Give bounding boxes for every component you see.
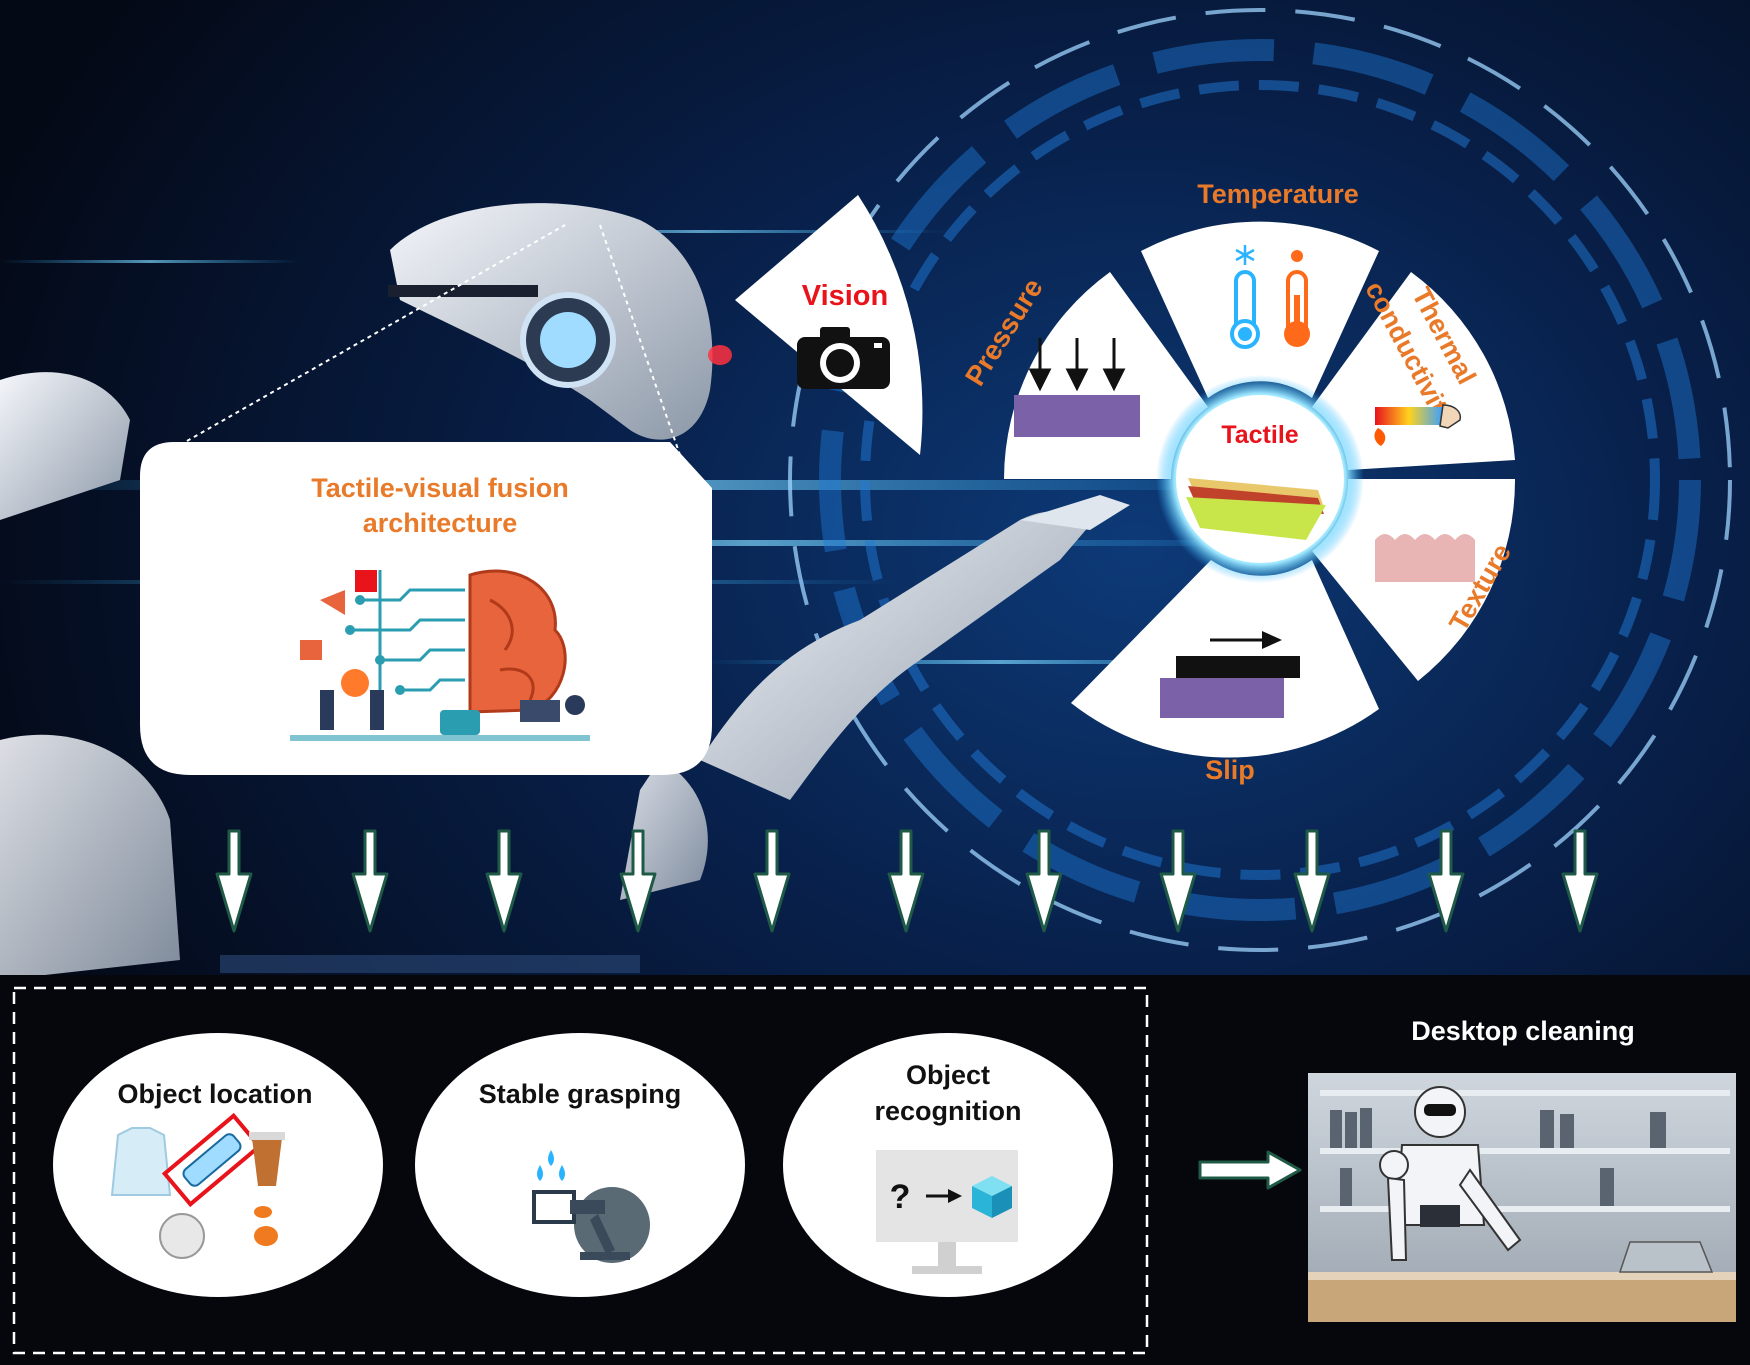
desktop-cleaning-label: Desktop cleaning <box>1411 1016 1635 1046</box>
monitor-icon: ? <box>876 1150 1018 1274</box>
down-arrow <box>1025 829 1063 933</box>
down-arrow <box>1427 829 1465 933</box>
thermal-sector <box>1312 272 1515 470</box>
tasks-dashed-frame <box>12 986 1149 1355</box>
down-arrow <box>485 829 523 933</box>
question-mark: ? <box>890 1178 911 1216</box>
cube-icon <box>972 1176 1012 1218</box>
thermometer-icons <box>1230 245 1310 349</box>
object-recognition-task: Object recognition ? <box>783 1033 1113 1297</box>
texture-icon <box>1375 534 1475 582</box>
camera-icon <box>797 327 890 389</box>
down-arrow <box>215 829 253 933</box>
down-arrow <box>887 829 925 933</box>
robot-arm-icon <box>532 1187 650 1263</box>
slip-label: Slip <box>1205 755 1255 785</box>
hot-thermometer-icon <box>1284 270 1310 347</box>
object-location-label: Object location <box>117 1079 312 1109</box>
stable-grasping-label: Stable grasping <box>479 1079 682 1109</box>
sun-icon <box>1291 250 1303 262</box>
object-recognition-label-line1: Object <box>906 1060 990 1090</box>
cold-thermometer-icon <box>1230 270 1260 349</box>
brain-network-illustration <box>290 569 590 741</box>
desktop-cleaning-photo <box>1308 1073 1736 1322</box>
digital-noise <box>220 955 640 973</box>
snowflake-icon <box>1235 245 1255 265</box>
right-arrow <box>1198 1150 1302 1190</box>
stable-grasping-task: Stable grasping <box>415 1033 745 1297</box>
water-drops-icon <box>537 1150 565 1181</box>
humanoid-robot-figure <box>1379 1086 1522 1261</box>
temperature-sector <box>1141 221 1379 398</box>
down-arrow <box>1159 829 1197 933</box>
vision-sector: Vision <box>735 195 923 455</box>
object-recognition-label-line2: recognition <box>875 1096 1022 1126</box>
down-arrow <box>1561 829 1599 933</box>
vision-label: Vision <box>802 280 889 312</box>
pressure-icon <box>1014 338 1140 437</box>
tech-ring <box>788 8 1732 952</box>
down-arrows <box>215 829 1599 933</box>
down-arrow <box>351 829 389 933</box>
fusion-title-line1: Tactile-visual fusion <box>311 473 569 503</box>
down-arrow <box>619 829 657 933</box>
slip-icon <box>1160 631 1300 718</box>
down-arrow <box>1293 829 1331 933</box>
tactile-sensor-icon <box>1186 478 1326 540</box>
trash-items-icon <box>110 1112 285 1259</box>
fusion-architecture-box: Tactile-visual fusion architecture <box>140 442 712 775</box>
tactile-label: Tactile <box>1221 421 1298 449</box>
temperature-label: Temperature <box>1197 179 1359 209</box>
robot-illustration <box>0 203 1130 980</box>
fusion-title-line2: architecture <box>363 508 518 538</box>
down-arrow <box>753 829 791 933</box>
projection-lines <box>179 224 681 456</box>
object-location-task: Object location <box>53 1033 383 1297</box>
thermal-conductivity-icon <box>1374 404 1462 446</box>
